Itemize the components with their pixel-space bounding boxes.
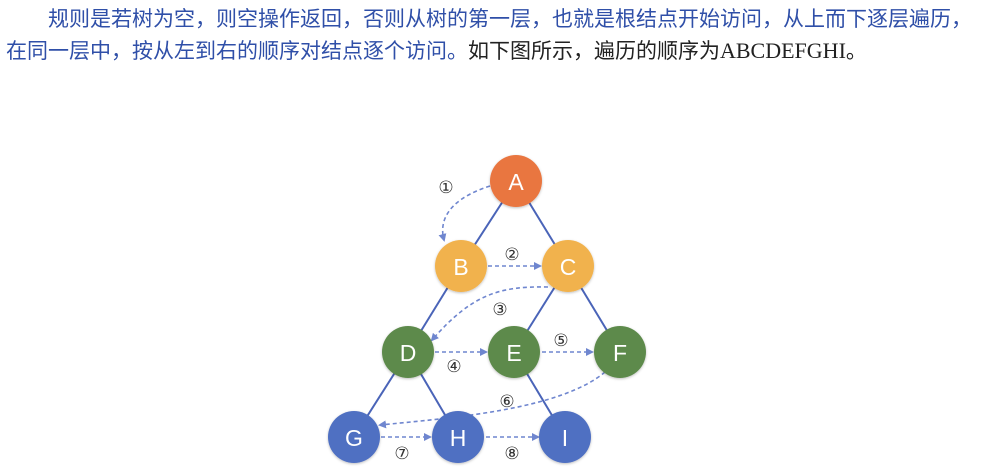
node-circle-C: [542, 240, 594, 292]
example-text: 如下图所示，遍历的顺序为: [468, 39, 720, 63]
step-label-3: ③: [492, 300, 507, 320]
step-label-1: ①: [438, 178, 453, 198]
node-label-F: F: [613, 340, 627, 366]
description-paragraph: 规则是若树为空，则空操作返回，否则从树的第一层，也就是根结点开始访问，从上而下逐…: [6, 4, 978, 67]
tree-edges: [353, 180, 621, 438]
node-circle-H: [432, 411, 484, 463]
step-label-6: ⑥: [499, 392, 514, 412]
node-label-I: I: [562, 425, 568, 451]
traversal-step-labels: ① ② ③ ④ ⑤ ⑥ ⑦ ⑧: [394, 178, 568, 464]
node-circle-A: [490, 155, 542, 207]
step-label-2: ②: [504, 245, 519, 265]
node-label-A: A: [508, 169, 524, 195]
tree-node-A: A: [490, 155, 542, 207]
node-circle-I: [539, 411, 591, 463]
step-label-4: ④: [446, 357, 461, 377]
tree-node-C: C: [542, 240, 594, 292]
traversal-arrow-F-G: [378, 371, 606, 429]
node-label-E: E: [506, 340, 521, 366]
traversal-sequence: ABCDEFGHI: [720, 38, 846, 63]
node-circle-D: [382, 326, 434, 378]
node-label-C: C: [560, 254, 577, 280]
node-circle-F: [594, 326, 646, 378]
node-label-B: B: [453, 254, 468, 280]
traversal-arrows: [378, 185, 606, 441]
tree-node-I: I: [539, 411, 591, 463]
traversal-arrow-A-B: [438, 185, 491, 242]
paragraph-text: 规则是若树为空，则空操作返回，否则从树的第一层，也就是根结点开始访问，从上而下逐…: [6, 4, 978, 67]
tree-node-B: B: [435, 240, 487, 292]
node-circle-E: [488, 326, 540, 378]
sentence-end: 。: [845, 39, 867, 63]
tree-node-E: E: [488, 326, 540, 378]
node-label-D: D: [400, 340, 417, 366]
step-label-7: ⑦: [394, 444, 409, 464]
step-label-5: ⑤: [553, 331, 568, 351]
step-label-8: ⑧: [504, 444, 519, 464]
tree-node-H: H: [432, 411, 484, 463]
tree-node-F: F: [594, 326, 646, 378]
tree-nodes: A B C D E F G H I: [328, 155, 646, 463]
node-label-G: G: [345, 425, 363, 451]
tree-node-G: G: [328, 411, 380, 463]
node-circle-B: [435, 240, 487, 292]
traversal-arrow-C-D: [430, 286, 549, 342]
rule-text: 规则是若树为空，则空操作返回，否则从树的第一层，也就是根结点开始访问，从上而下逐…: [6, 7, 972, 63]
node-label-H: H: [450, 425, 467, 451]
tree-node-D: D: [382, 326, 434, 378]
node-circle-G: [328, 411, 380, 463]
